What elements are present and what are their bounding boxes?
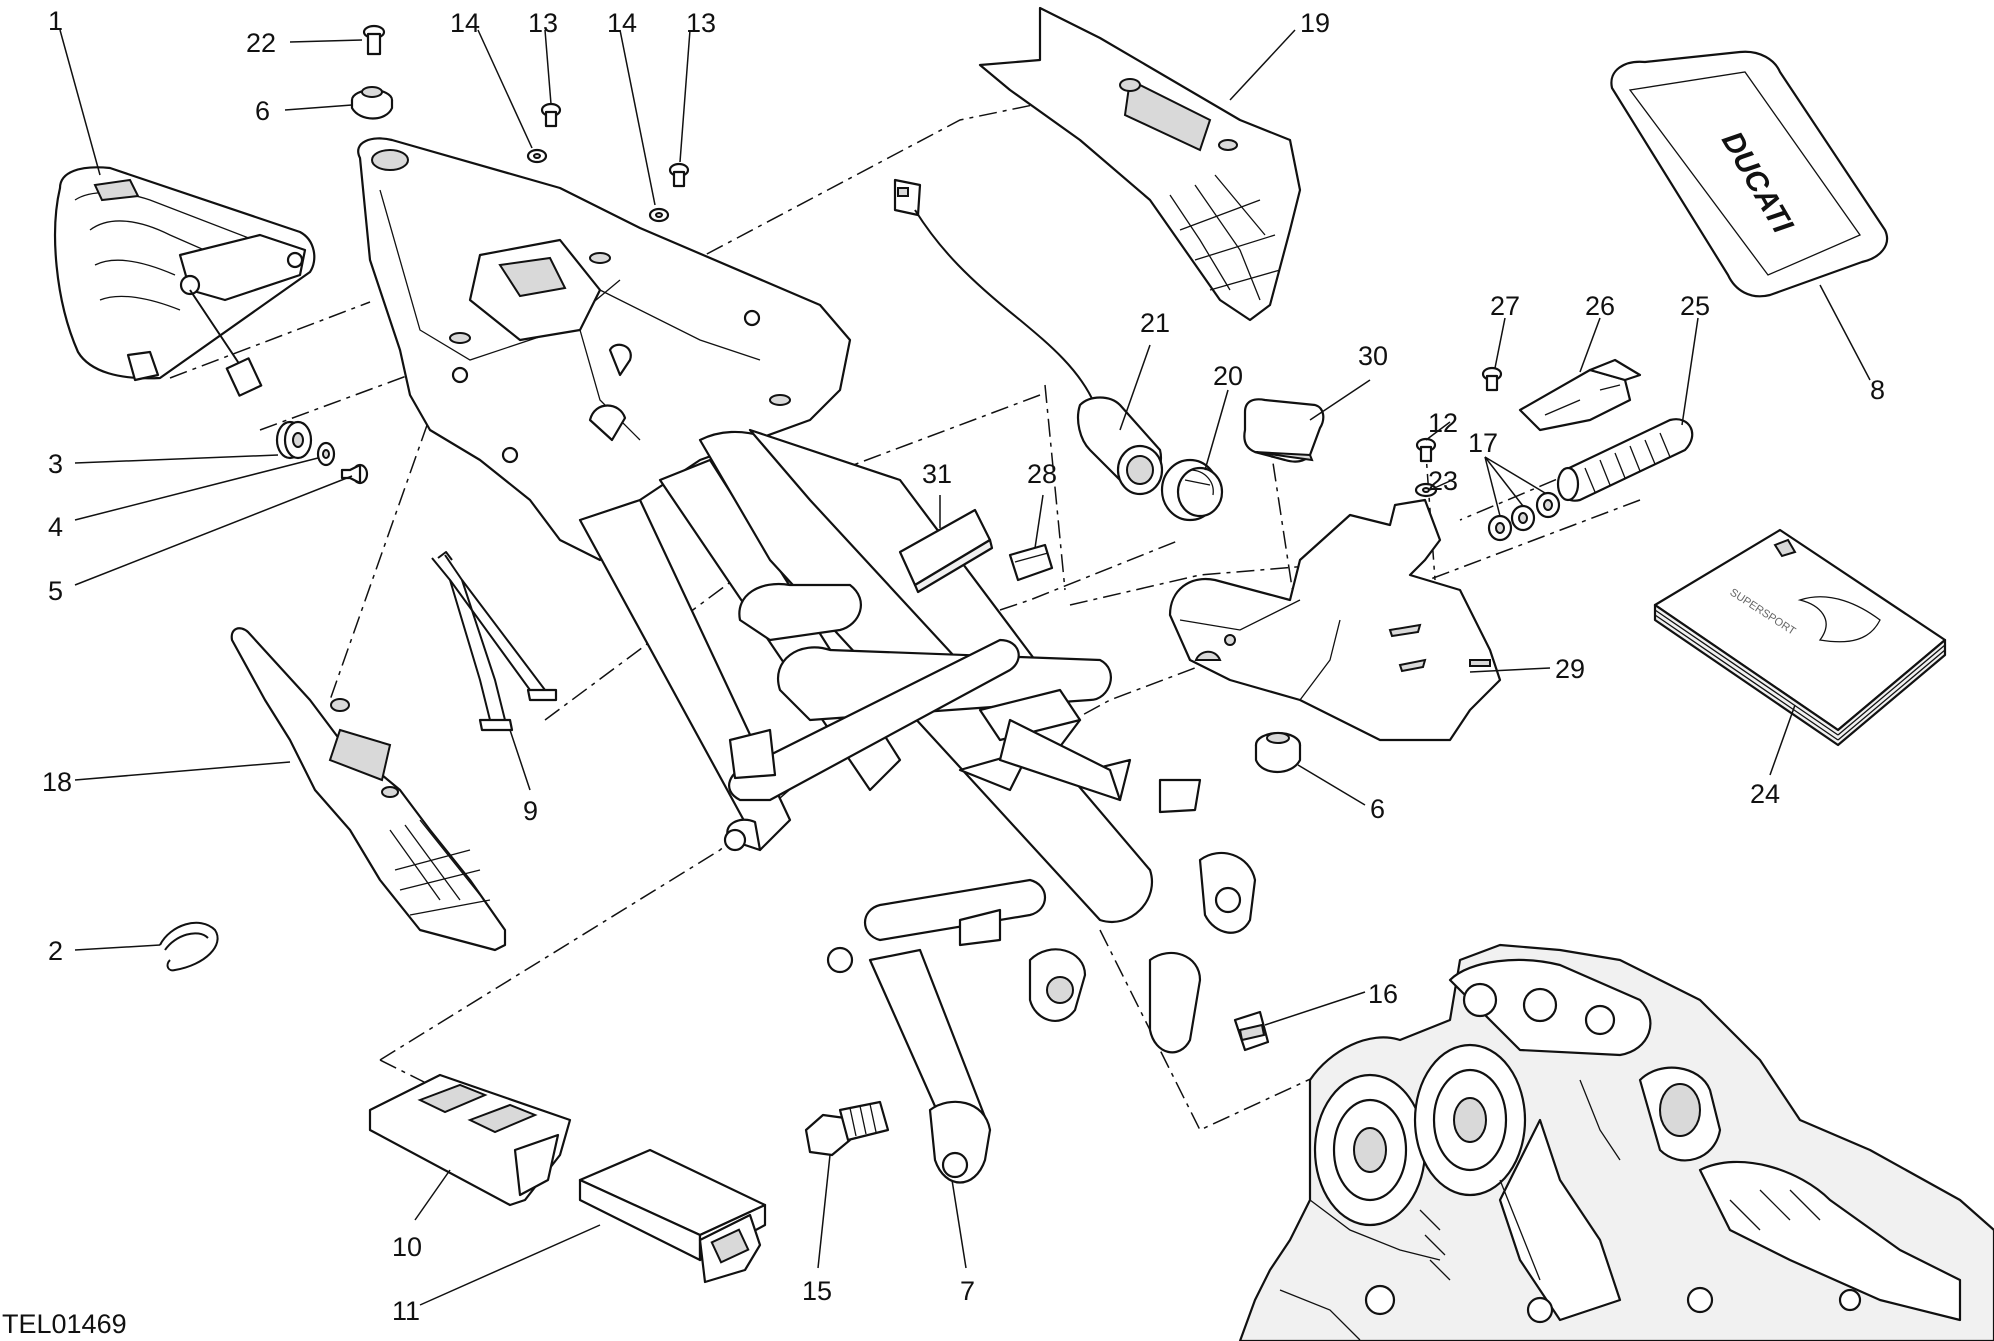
callout-2: 2: [48, 936, 63, 966]
bolt-part-22: [362, 24, 386, 56]
callout-24: 24: [1750, 779, 1780, 809]
callout-17: 17: [1468, 428, 1498, 458]
callout-26: 26: [1585, 291, 1615, 321]
callout-28: 28: [1027, 459, 1057, 489]
screw-part-5: [340, 463, 369, 485]
screw-part-27: [1481, 366, 1503, 392]
callout-3: 3: [48, 449, 63, 479]
side-cover-part-18: [230, 627, 507, 952]
washers-part-17: [1487, 491, 1561, 542]
bolt-part-15: [804, 1100, 890, 1157]
plate-holder-part-29: [1168, 498, 1502, 742]
cover-part-10: [368, 1073, 572, 1207]
grommet-part-6-top: [350, 86, 394, 120]
side-cover-part-19: [978, 6, 1302, 322]
screws-part-13-14: [526, 102, 690, 223]
callout-22: 22: [246, 28, 276, 58]
grommet-part-3: [275, 420, 313, 460]
clip-part-2: [159, 921, 219, 972]
grommet-part-6-bottom: [1254, 731, 1302, 773]
tail-light: [54, 166, 316, 397]
bracket-part-26: [1518, 358, 1642, 432]
owner-manual-part-24: SUPERSPORT: [1653, 528, 1947, 747]
washer-part-4: [316, 441, 336, 467]
callout-16: 16: [1368, 979, 1398, 1009]
callout-4: 4: [48, 512, 63, 542]
callout-7: 7: [960, 1276, 975, 1306]
callout-14: 14: [450, 8, 480, 38]
socket-part-21: [893, 178, 1164, 496]
callout-15: 15: [802, 1276, 832, 1306]
control-unit-part-11: [578, 1148, 767, 1284]
handle-grip-part-25: [1556, 418, 1694, 502]
strap-part-9: [431, 551, 558, 732]
engine-assembly: [1238, 943, 1994, 1341]
callout-6: 6: [255, 96, 270, 126]
pad-part-31: [898, 508, 994, 594]
callout-29: 29: [1555, 654, 1585, 684]
callout-8: 8: [1870, 375, 1885, 405]
callout-20: 20: [1213, 361, 1243, 391]
callout-19: 19: [1300, 8, 1330, 38]
callout-30: 30: [1358, 341, 1388, 371]
screw-part-12: [1415, 437, 1437, 463]
callout-14: 14: [607, 8, 637, 38]
callout-27: 27: [1490, 291, 1520, 321]
callout-1: 1: [48, 6, 63, 36]
drawing-code: TEL01469: [2, 1309, 127, 1339]
washer-part-23: [1414, 482, 1438, 498]
callout-labels: 1 22 6 14 13 14 13 19 3 4 5 18 9 2 10 11…: [42, 6, 1885, 1326]
callout-13: 13: [686, 8, 716, 38]
seat-bracket: [357, 137, 852, 562]
leader-lines: [59, 29, 1871, 1306]
callout-10: 10: [392, 1232, 422, 1262]
rear-subframe: [578, 428, 1257, 1184]
callout-31: 31: [922, 459, 952, 489]
clip-part-28: [1008, 543, 1054, 582]
callout-25: 25: [1680, 291, 1710, 321]
callout-23: 23: [1428, 466, 1458, 496]
callout-9: 9: [523, 796, 538, 826]
cover-part-8: DUCATI: [1610, 50, 1888, 298]
cap-part-30: [1243, 398, 1325, 463]
callout-11: 11: [392, 1296, 420, 1326]
callout-21: 21: [1140, 308, 1170, 338]
callout-13: 13: [528, 8, 558, 38]
callout-6: 6: [1370, 794, 1385, 824]
clip-nut-part-16: [1233, 1010, 1270, 1052]
callout-18: 18: [42, 767, 72, 797]
callout-5: 5: [48, 576, 63, 606]
callout-12: 12: [1428, 408, 1458, 438]
socket-cap-part-20: [1160, 458, 1224, 522]
